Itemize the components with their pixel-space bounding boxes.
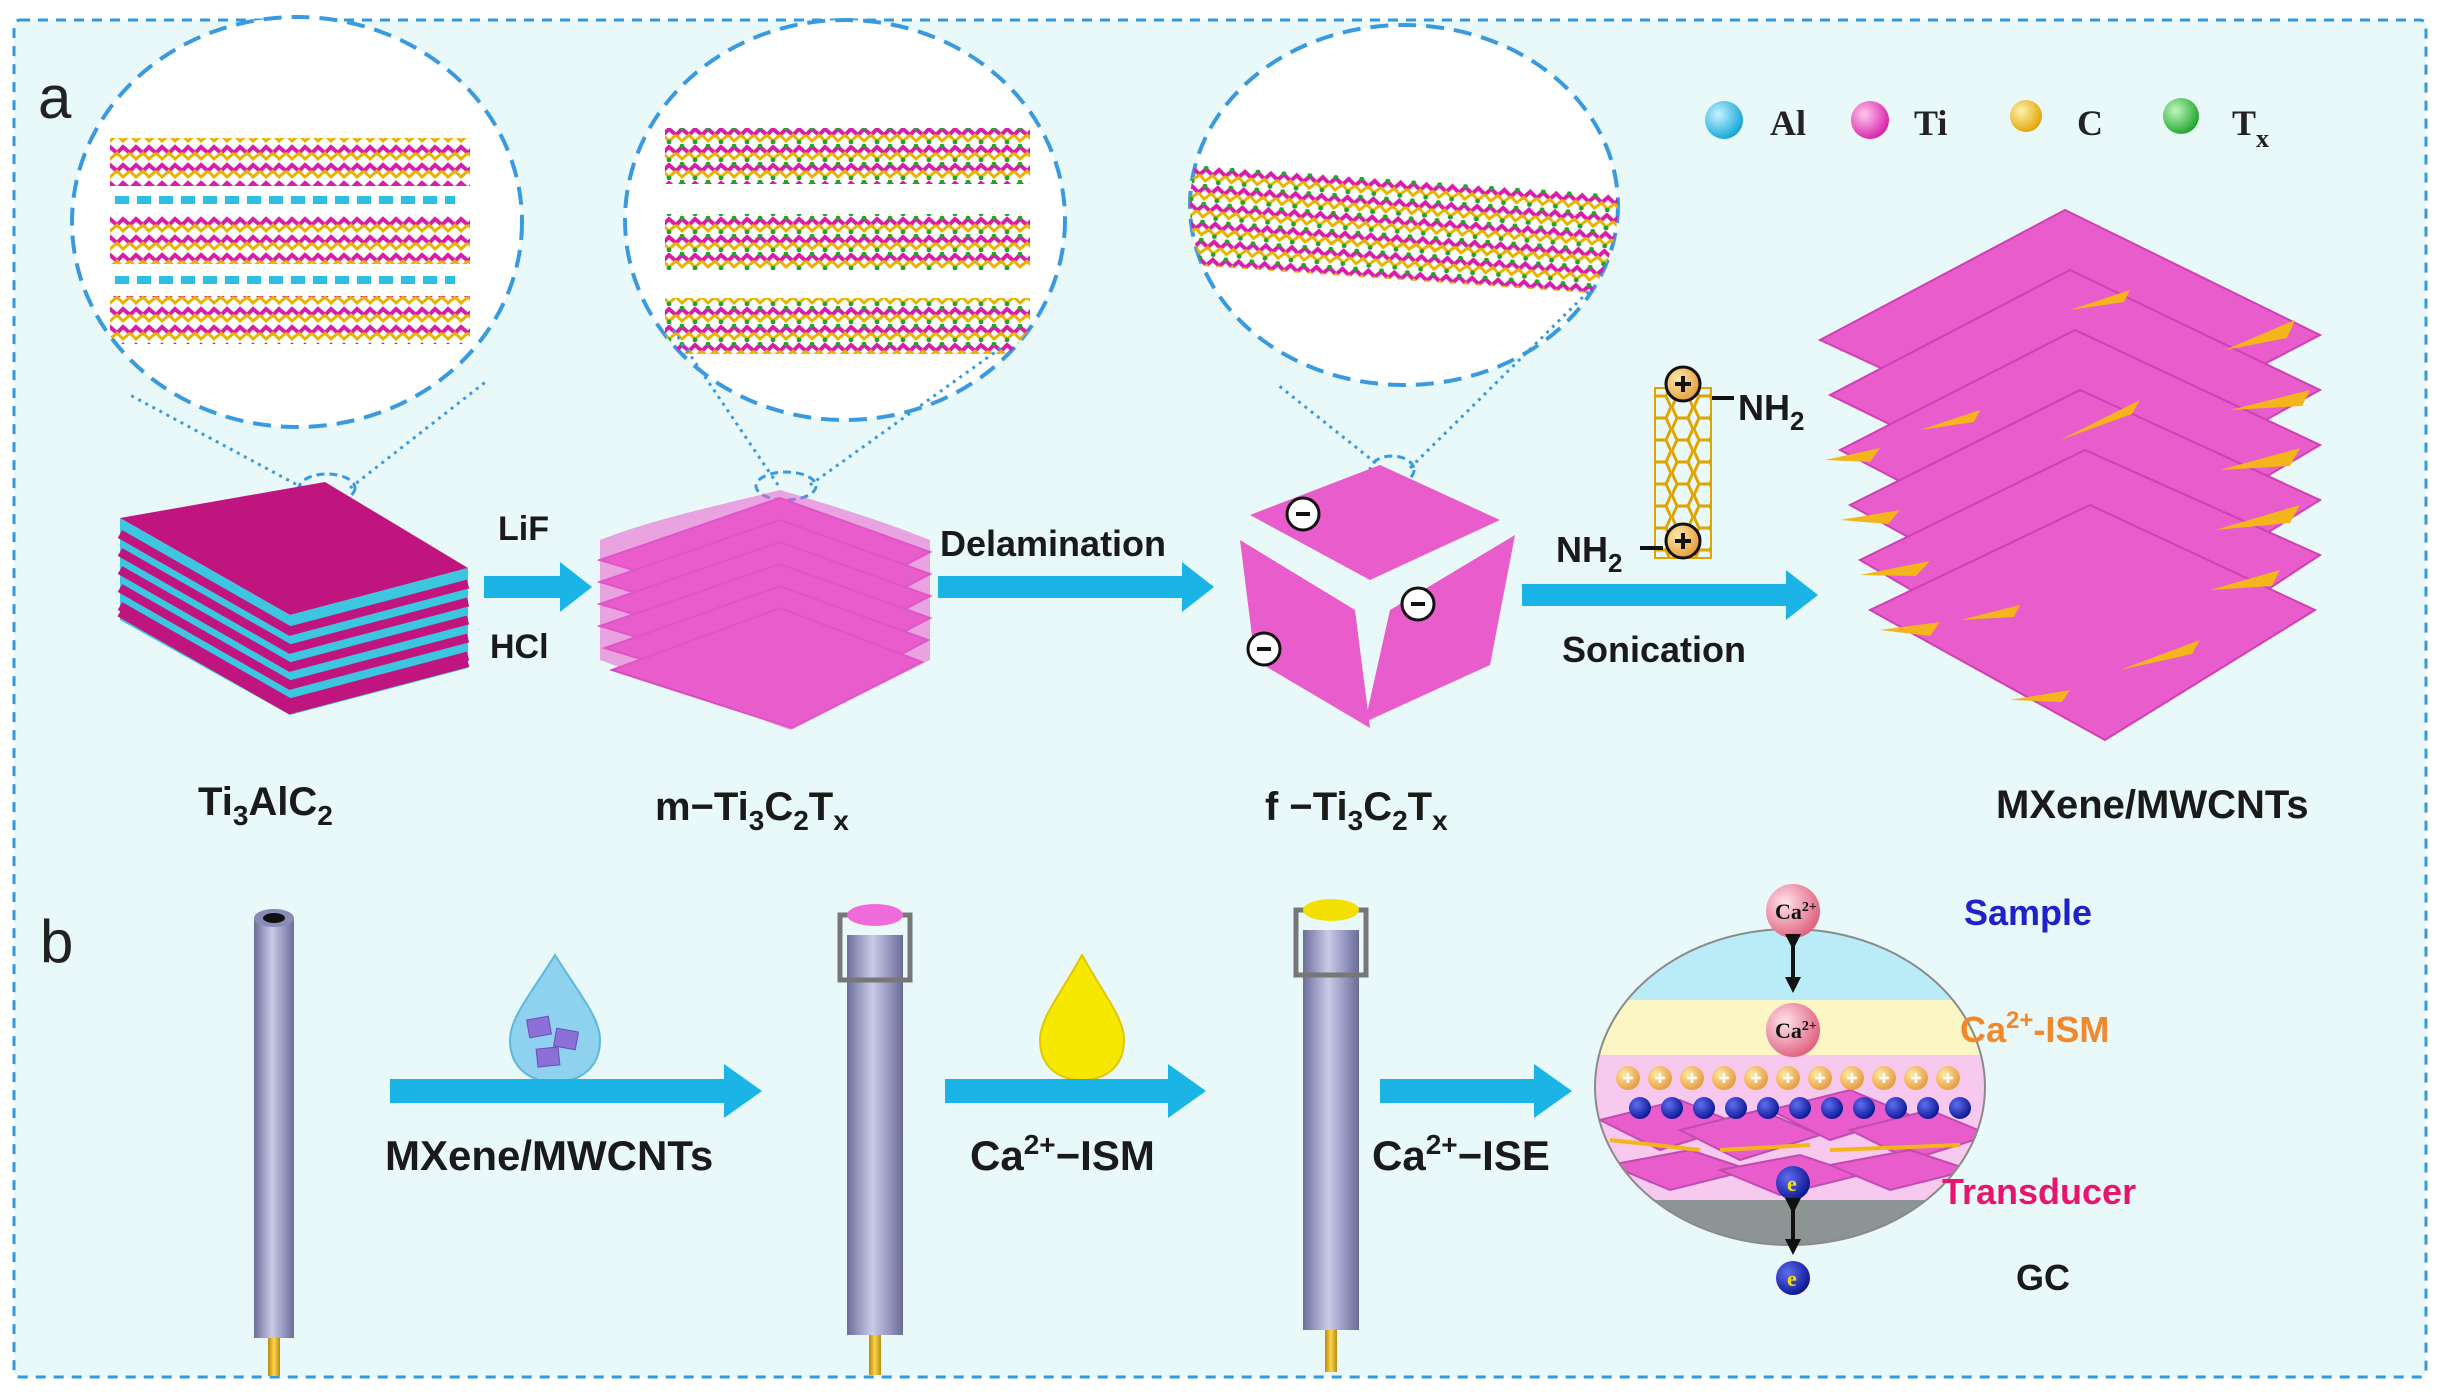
ca-ion-membrane: Ca2+: [1766, 1003, 1820, 1057]
panel-b-letter: b: [40, 908, 73, 975]
plus-sign-icon: [1719, 1073, 1729, 1083]
layer-ism-label: Ca2+-ISM: [1960, 1007, 2109, 1050]
ion-selective-electrode: [1293, 899, 1369, 1372]
plus-sign-icon: [1655, 1073, 1665, 1083]
electron-icon: [1853, 1097, 1875, 1119]
plus-sign-icon: [1783, 1073, 1793, 1083]
layer-gc-label: GC: [2016, 1257, 2070, 1298]
c-ball-icon: [2010, 100, 2042, 132]
plus-sign-icon: [1879, 1073, 1889, 1083]
mxene-modified-electrode: [837, 904, 913, 1375]
mxene-mwcnt-composite: [1817, 208, 2323, 742]
legend-ti: Ti: [1914, 103, 1947, 143]
layer-sample-label: Sample: [1964, 892, 2092, 933]
electron-icon: [1917, 1097, 1939, 1119]
ca-ion-top: Ca2+: [1766, 884, 1820, 938]
mwcnt-nanotube: NH2 NH2: [1556, 365, 1804, 578]
arrow2-label: Delamination: [940, 523, 1166, 564]
electron-gc: e: [1776, 1261, 1810, 1295]
nh2-label-top: NH2: [1738, 387, 1804, 436]
plus-sign-icon: [1687, 1073, 1697, 1083]
panel-a-letter: a: [38, 64, 72, 131]
arrow-b2-label: Ca2+−ISM: [970, 1129, 1155, 1179]
label-f-ti3c2tx: f −Ti3C2Tx: [1265, 785, 1448, 836]
svg-text:e: e: [1787, 1266, 1797, 1291]
arrow-b3-label: Ca2+−ISE: [1372, 1129, 1550, 1179]
svg-text:Ca2+: Ca2+: [1775, 899, 1817, 924]
electron-icon: [1885, 1097, 1907, 1119]
f-ti3c2tx-structure-bubble: [1188, 23, 1620, 486]
ti-ball-icon: [1851, 101, 1889, 139]
electron-icon: [1789, 1097, 1811, 1119]
tx-ball-icon: [2163, 98, 2199, 134]
electron-icon: [1693, 1097, 1715, 1119]
ion-row: [1616, 1066, 1971, 1119]
electron-icon: [1725, 1097, 1747, 1119]
legend-tx: Tx: [2232, 103, 2269, 153]
arrow3-label: Sonication: [1562, 629, 1746, 670]
m-ti3c2tx-structure-bubble: [623, 18, 1067, 502]
plus-sign-icon: [1751, 1073, 1761, 1083]
plus-sign-icon: [1815, 1073, 1825, 1083]
electron-icon: [1757, 1097, 1779, 1119]
arrow-sonication: Sonication: [1522, 570, 1818, 670]
electron-transducer: e: [1776, 1166, 1810, 1200]
m-ti3c2tx-stack: [596, 490, 933, 730]
layer-transducer-label: Transducer: [1942, 1171, 2136, 1212]
f-ti3c2tx-flakes: [1240, 465, 1515, 728]
arrow-mxene-deposit: MXene/MWCNTs: [385, 1064, 762, 1179]
plus-sign-icon: [1623, 1073, 1633, 1083]
legend: Al Ti C Tx: [1705, 98, 2269, 153]
svg-text:e: e: [1787, 1171, 1797, 1196]
arrow-lif-hcl: LiF HCl: [484, 510, 592, 666]
arrow1-top-label: LiF: [498, 510, 549, 548]
label-m-ti3c2tx: m−Ti3C2Tx: [655, 785, 849, 836]
arrow-b1-label: MXene/MWCNTs: [385, 1132, 713, 1179]
arrow-ise: Ca2+−ISE: [1372, 1064, 1572, 1179]
arrow1-bottom-label: HCl: [490, 628, 549, 666]
label-mxene-mwcnts: MXene/MWCNTs: [1996, 783, 2309, 827]
electron-icon: [1629, 1097, 1651, 1119]
electron-icon: [1949, 1097, 1971, 1119]
legend-c: C: [2077, 103, 2103, 143]
electron-icon: [1821, 1097, 1843, 1119]
svg-text:Ca2+: Ca2+: [1775, 1018, 1817, 1043]
bare-electrode: [254, 909, 294, 1376]
plus-sign-icon: [1943, 1073, 1953, 1083]
panel-a-labels: Ti3AlC2 m−Ti3C2Tx f −Ti3C2Tx MXene/MWCNT…: [198, 780, 2309, 836]
ti3alc2-block: [117, 482, 470, 715]
al-ball-icon: [1705, 101, 1743, 139]
arrow-delamination: Delamination: [938, 523, 1214, 612]
label-ti3alc2: Ti3AlC2: [198, 780, 333, 831]
ti3alc2-structure-bubble: [70, 15, 524, 504]
electron-icon: [1661, 1097, 1683, 1119]
plus-sign-icon: [1911, 1073, 1921, 1083]
legend-al: Al: [1770, 103, 1806, 143]
nh2-label-bottom: NH2: [1556, 529, 1622, 578]
plus-sign-icon: [1847, 1073, 1857, 1083]
arrow-ism-deposit: Ca2+−ISM: [945, 1064, 1206, 1179]
